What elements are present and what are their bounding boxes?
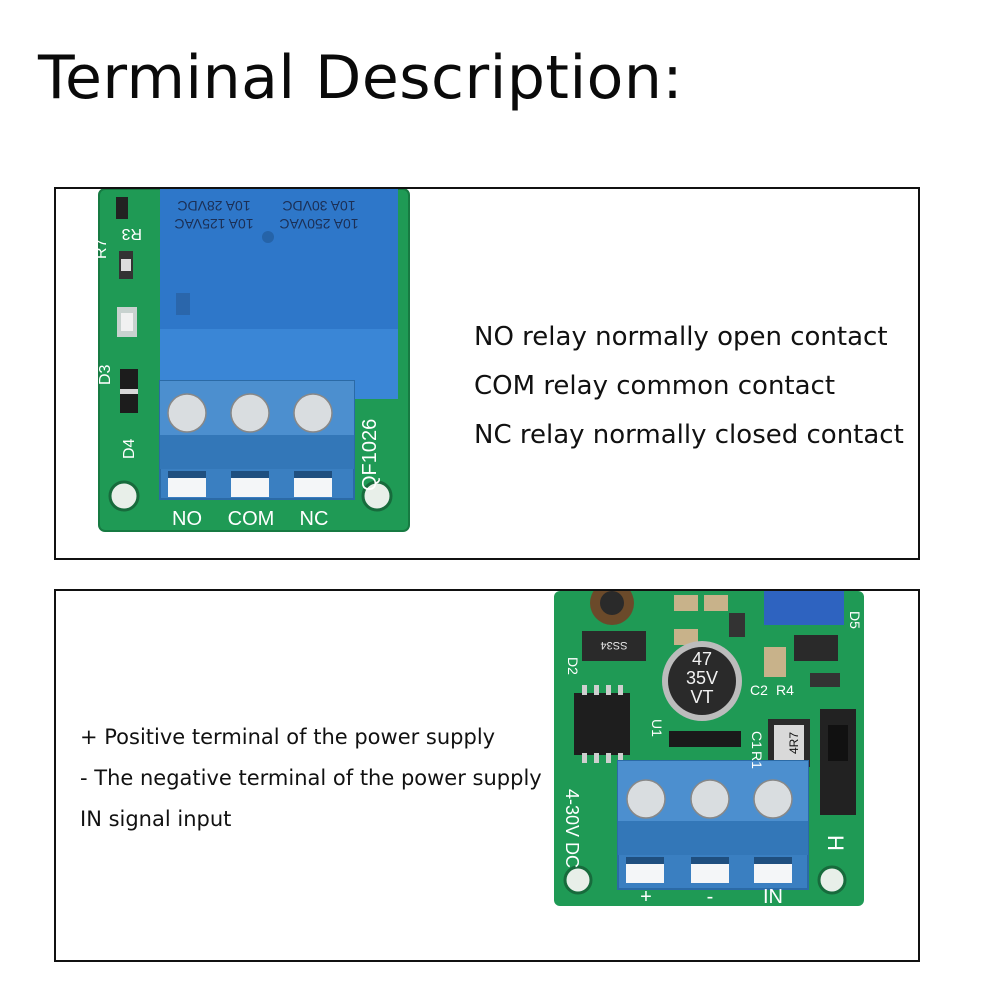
terminal-label-com: COM <box>228 508 275 530</box>
relay-board-photo: 10A 250VAC 10A 30VDC 10A 125VAC 10A 28VD… <box>94 189 410 532</box>
terminal-label-positive: + <box>640 886 652 908</box>
silk-u1: U1 <box>649 719 665 737</box>
desc-no: NO relay normally open contact <box>474 322 888 352</box>
terminal-label-negative: - <box>707 886 714 908</box>
desc-nc: NC relay normally closed contact <box>474 420 904 450</box>
relay-terminal-descriptions: NO relay normally open contact COM relay… <box>474 313 904 460</box>
silk-ss34: SS34 <box>601 639 628 651</box>
silk-c1: C1 <box>749 731 765 749</box>
silk-r1: R1 <box>749 751 765 769</box>
terminal-label-no: NO <box>172 508 202 530</box>
relay-terminal-panel: 10A 250VAC 10A 30VDC 10A 125VAC 10A 28VD… <box>54 187 920 560</box>
board-model: QF1026 <box>359 419 381 491</box>
voltage-label: 4-30V DC <box>562 789 582 868</box>
desc-negative: - The negative terminal of the power sup… <box>80 766 542 790</box>
silk-d2: D2 <box>565 657 581 675</box>
capacitor-series: VT <box>690 687 713 707</box>
silk-d3: D3 <box>97 364 114 385</box>
power-terminal-descriptions: + Positive terminal of the power supply … <box>80 717 542 840</box>
silk-4r7: 4R7 <box>787 732 801 754</box>
silk-c2: C2 <box>750 682 768 698</box>
silk-r4: R4 <box>776 682 794 698</box>
capacitor-value: 47 <box>692 649 712 669</box>
silk-r7: R7 <box>94 238 110 259</box>
power-terminal-panel: + Positive terminal of the power supply … <box>54 589 920 962</box>
capacitor-voltage: 35V <box>686 668 718 688</box>
desc-com: COM relay common contact <box>474 371 836 401</box>
power-board-photo: 47 35V VT SS34 4R7 D2 D5 U1 C1 R1 C2 R4 … <box>554 591 864 908</box>
terminal-label-in: IN <box>763 886 783 908</box>
terminal-label-nc: NC <box>300 508 329 530</box>
silk-d4: D4 <box>121 438 138 459</box>
page-title: Terminal Description: <box>38 43 684 113</box>
silk-r3: R3 <box>121 225 142 242</box>
jumper-label: H <box>823 835 848 851</box>
relay-rating-4: 10A 28VDC <box>177 198 250 214</box>
relay-rating-1: 10A 250VAC <box>279 216 358 232</box>
desc-in: IN signal input <box>80 807 232 831</box>
relay-rating-3: 10A 125VAC <box>174 216 253 232</box>
relay-rating-2: 10A 30VDC <box>282 198 355 214</box>
desc-positive: + Positive terminal of the power supply <box>80 725 496 749</box>
silk-d5: D5 <box>847 611 863 629</box>
